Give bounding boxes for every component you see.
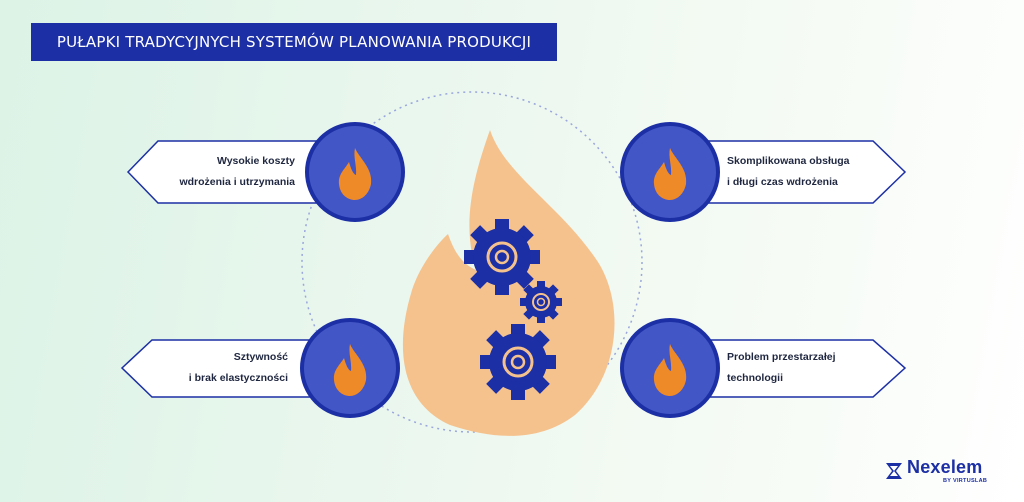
nexelem-logo-icon <box>886 463 902 479</box>
flame-badge <box>620 122 720 222</box>
gear-icon <box>464 219 540 295</box>
logo-subtitle: BY VIRTUSLAB <box>943 478 988 484</box>
page-title: PUŁAPKI TRADYCYJNYCH SYSTEMÓW PLANOWANIA… <box>31 23 557 61</box>
flame-badge <box>620 318 720 418</box>
nexelem-logo: Nexelem BY VIRTUSLAB <box>885 457 995 491</box>
tag-shape <box>126 140 355 204</box>
item-label-rigidity: Sztywność i brak elastyczności <box>188 351 288 384</box>
item-label-complex-operation: Skomplikowana obsługa i długi czas wdroż… <box>727 155 850 188</box>
flame-badge <box>300 318 400 418</box>
item-label-high-costs: Wysokie koszty wdrożenia i utrzymania <box>179 155 295 188</box>
logo-name: Nexelem <box>907 457 983 477</box>
dotted-ring <box>301 91 643 433</box>
item-label-outdated-technology: Problem przestarzałej technologii <box>727 351 836 384</box>
tag-shape <box>120 339 355 398</box>
gear-icon <box>480 324 556 400</box>
flame-badge <box>305 122 405 222</box>
tag-shape <box>670 339 907 398</box>
tag-shape <box>670 140 907 204</box>
gear-icon <box>520 281 562 323</box>
